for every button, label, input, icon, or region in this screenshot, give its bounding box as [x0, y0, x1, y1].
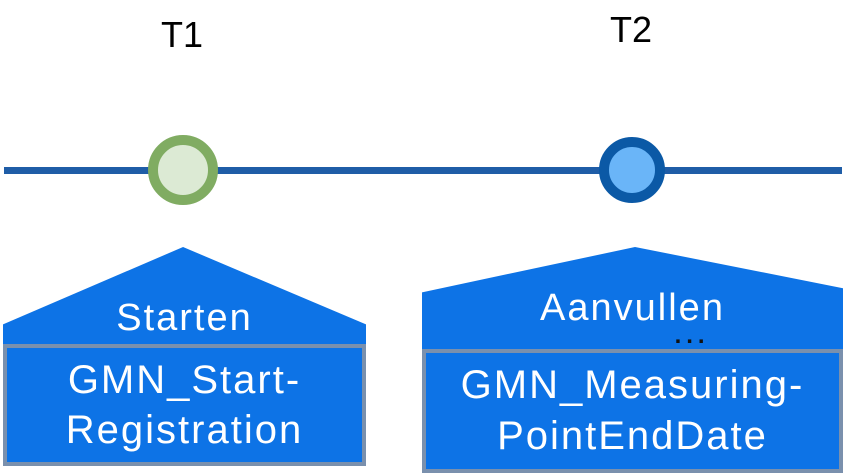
timepoint-label-t1: T1: [160, 14, 203, 55]
callout-roof-aanvullen: Aanvullen ...: [422, 247, 843, 350]
timepoint-label-t2: T2: [609, 9, 652, 50]
callout-box-line1: GMN_Measuring-: [460, 363, 805, 407]
timeline-line: [4, 167, 842, 174]
callout-box-line2: PointEndDate: [497, 414, 768, 458]
callout-box-measuring-point-end-date: GMN_Measuring- PointEndDate: [422, 349, 843, 473]
ellipsis-text: ...: [674, 322, 710, 349]
callout-box-line1: GMN_Start-: [67, 358, 302, 402]
timeline-marker-t2: [599, 137, 665, 203]
callout-box-line2: Registration: [65, 408, 304, 452]
callout-action-label: Starten: [116, 297, 253, 339]
timeline-marker-t1: [148, 135, 218, 205]
callout-box-start-registration: GMN_Start- Registration: [3, 344, 366, 466]
callout-roof-starten: Starten: [3, 247, 366, 345]
callout-action-label: Aanvullen: [540, 287, 725, 329]
